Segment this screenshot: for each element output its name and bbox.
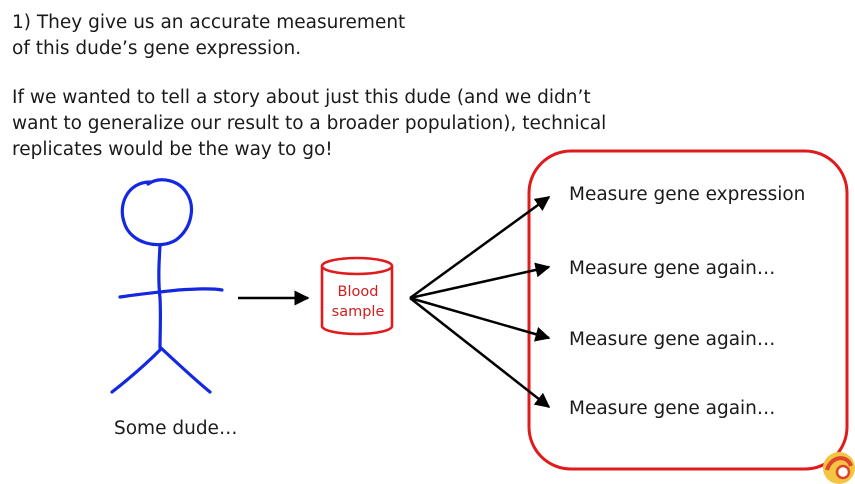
story-line-2: want to generalize our result to a broad… [12,113,607,134]
point-text: 1) They give us an accurate measurement … [12,10,405,62]
tube-label-line-1: Blood [337,284,379,300]
point-line-2: of this dude’s gene expression. [12,38,302,59]
blood-tube-icon [320,256,394,336]
person-label: Some dude… [114,418,238,439]
fanout-arrows [409,195,551,408]
measurement-label: Measure gene again… [569,398,776,419]
measurement-label: Measure gene expression [569,184,806,205]
point-line-1: 1) They give us an accurate measurement [12,12,406,33]
stick-figure-icon [110,178,224,394]
measurement-label: Measure gene again… [569,329,776,350]
measurement-label: Measure gene again… [569,258,776,279]
statquest-logo-icon [823,452,855,484]
tube-label-line-2: sample [331,304,385,320]
story-line-3: replicates would be the way to go! [12,139,333,160]
replicates-box [527,149,849,471]
tube-label: Blood sample [321,282,395,322]
story-line-1: If we wanted to tell a story about just … [12,87,591,108]
story-text: If we wanted to tell a story about just … [12,85,606,163]
